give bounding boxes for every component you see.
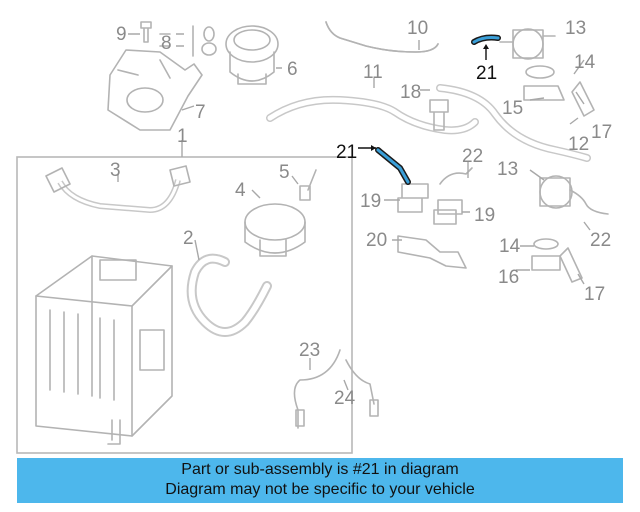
- part-13-valve-upper[interactable]: [499, 28, 556, 60]
- part-22-hose-upper[interactable]: [439, 167, 473, 185]
- label-12: 12: [568, 134, 589, 155]
- part-6-air-pump[interactable]: [225, 25, 279, 85]
- part-10-hose[interactable]: [325, 21, 439, 53]
- banner-line-disclaimer: Diagram may not be specific to your vehi…: [165, 481, 475, 498]
- part-11-hose[interactable]: [266, 84, 591, 162]
- label-2: 2: [183, 228, 194, 249]
- label-5: 5: [279, 162, 290, 183]
- label-21-upper: 21: [476, 63, 497, 84]
- part-14-gasket-lower[interactable]: [533, 238, 559, 250]
- label-22-lower: 22: [590, 230, 611, 251]
- label-9: 9: [116, 24, 127, 45]
- part-23-oxygen-sensor[interactable]: [293, 349, 341, 429]
- banner-line-part: Part or sub-assembly is #21 in diagram: [181, 461, 459, 478]
- part-22-hose-lower[interactable]: [569, 189, 609, 215]
- part-18-sensor[interactable]: [429, 99, 449, 131]
- label-21-middle: 21: [336, 142, 357, 163]
- part-2-hose[interactable]: [186, 253, 272, 337]
- label-1: 1: [177, 126, 188, 147]
- info-banner: Part or sub-assembly is #21 in diagram D…: [17, 458, 623, 503]
- label-17-lower: 17: [584, 284, 605, 305]
- label-20: 20: [366, 230, 387, 251]
- label-6: 6: [287, 59, 298, 80]
- label-24: 24: [334, 388, 356, 409]
- part-9-bolt[interactable]: [140, 21, 152, 43]
- label-8: 8: [161, 33, 172, 54]
- parts-diagram: 9 8 7 6 10 11 18 13 14 15 17 12 1 3 5 4 …: [16, 18, 612, 454]
- label-13-upper: 13: [565, 18, 586, 39]
- part-24-oxygen-sensor[interactable]: [345, 359, 379, 417]
- label-3: 3: [110, 160, 121, 181]
- label-14-lower: 14: [499, 236, 521, 257]
- label-18: 18: [400, 82, 421, 103]
- label-11: 11: [363, 62, 383, 83]
- label-13-lower: 13: [497, 159, 518, 180]
- label-19-upper: 19: [360, 191, 381, 212]
- label-19-lower: 19: [474, 205, 495, 226]
- part-8-grommets[interactable]: [159, 25, 217, 57]
- part-17-bracket-lower[interactable]: [559, 247, 583, 283]
- part-19-solenoid-upper[interactable]: [397, 183, 429, 213]
- charcoal-canister: [35, 255, 173, 445]
- part-16-flange[interactable]: [531, 255, 561, 271]
- assembly-1-box: [16, 156, 353, 454]
- label-7: 7: [195, 102, 206, 123]
- part-13-valve-lower[interactable]: [539, 175, 573, 209]
- label-16: 16: [498, 267, 519, 288]
- label-14-upper: 14: [574, 52, 596, 73]
- part-5-sensor[interactable]: [299, 169, 317, 201]
- label-17-upper: 17: [591, 122, 612, 143]
- part-20-bracket[interactable]: [397, 235, 467, 269]
- label-23: 23: [299, 340, 320, 361]
- part-21-hose-middle-highlight[interactable]: [375, 147, 411, 185]
- label-22-upper: 22: [462, 146, 483, 167]
- label-15: 15: [502, 98, 523, 119]
- part-21-hose-upper-highlight[interactable]: [471, 34, 501, 45]
- label-4: 4: [235, 180, 246, 201]
- label-10: 10: [407, 18, 428, 39]
- part-19-solenoid-lower[interactable]: [433, 199, 463, 225]
- part-3-tube[interactable]: [45, 165, 191, 214]
- part-7-bracket[interactable]: [107, 49, 203, 131]
- part-14-15-gasket-flange[interactable]: [523, 65, 595, 117]
- part-4-valve[interactable]: [244, 203, 306, 257]
